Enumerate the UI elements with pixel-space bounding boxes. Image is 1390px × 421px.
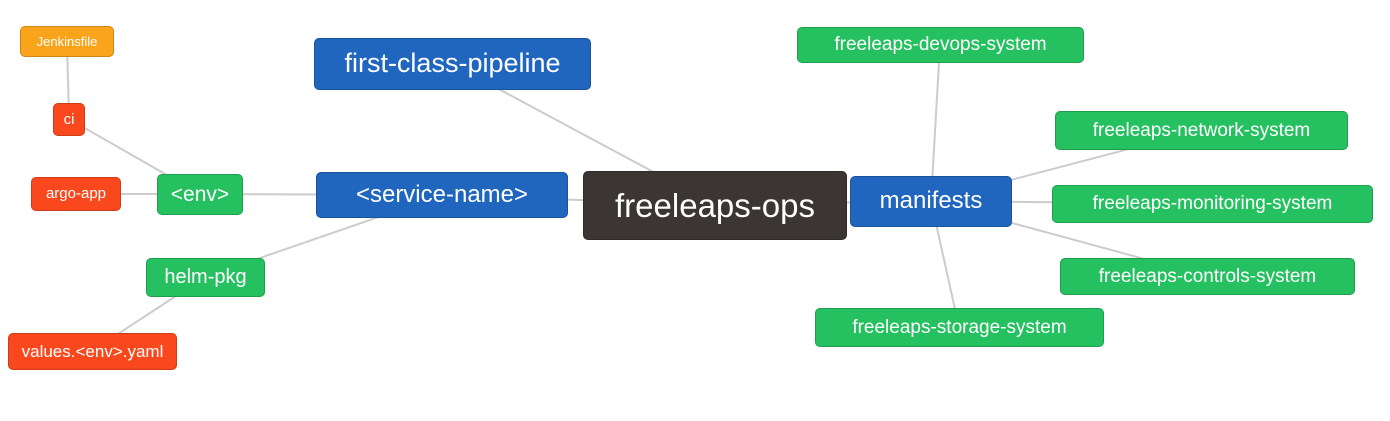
node-label: argo-app bbox=[45, 185, 107, 202]
node-freeleaps-ops-root[interactable]: freeleaps-ops bbox=[583, 171, 847, 240]
node-service-name[interactable]: <service-name> bbox=[316, 172, 568, 218]
node-label: helm-pkg bbox=[164, 266, 247, 288]
node-ci[interactable]: ci bbox=[53, 103, 85, 136]
node-label: first-class-pipeline bbox=[344, 48, 561, 78]
node-freeleaps-devops-system[interactable]: freeleaps-devops-system bbox=[797, 27, 1084, 63]
node-freeleaps-monitoring-system[interactable]: freeleaps-monitoring-system bbox=[1052, 185, 1373, 223]
node-values-env-yaml[interactable]: values.<env>.yaml bbox=[8, 333, 177, 370]
node-label: freeleaps-ops bbox=[615, 186, 815, 224]
node-freeleaps-controls-system[interactable]: freeleaps-controls-system bbox=[1060, 258, 1355, 295]
node-manifests[interactable]: manifests bbox=[850, 176, 1012, 227]
node-helm-pkg[interactable]: helm-pkg bbox=[146, 258, 265, 297]
node-label: freeleaps-monitoring-system bbox=[1092, 193, 1333, 214]
node-label: freeleaps-controls-system bbox=[1098, 265, 1317, 287]
node-label: values.<env>.yaml bbox=[21, 341, 164, 361]
node-label: ci bbox=[63, 110, 75, 128]
node-label: <env> bbox=[170, 182, 230, 206]
node-label: freeleaps-network-system bbox=[1092, 119, 1311, 141]
node-label: freeleaps-storage-system bbox=[852, 316, 1067, 338]
edge-manifests-devops-system bbox=[930, 44, 941, 202]
node-first-class-pipeline[interactable]: first-class-pipeline bbox=[314, 38, 591, 90]
node-freeleaps-storage-system[interactable]: freeleaps-storage-system bbox=[815, 308, 1104, 347]
node-label: Jenkinsfile bbox=[36, 33, 98, 49]
node-label: freeleaps-devops-system bbox=[834, 34, 1047, 55]
node-jenkinsfile[interactable]: Jenkinsfile bbox=[20, 26, 114, 57]
node-freeleaps-network-system[interactable]: freeleaps-network-system bbox=[1055, 111, 1348, 150]
node-label: <service-name> bbox=[355, 180, 529, 208]
node-env[interactable]: <env> bbox=[157, 174, 243, 215]
node-argo-app[interactable]: argo-app bbox=[31, 177, 121, 211]
node-label: manifests bbox=[879, 187, 983, 214]
